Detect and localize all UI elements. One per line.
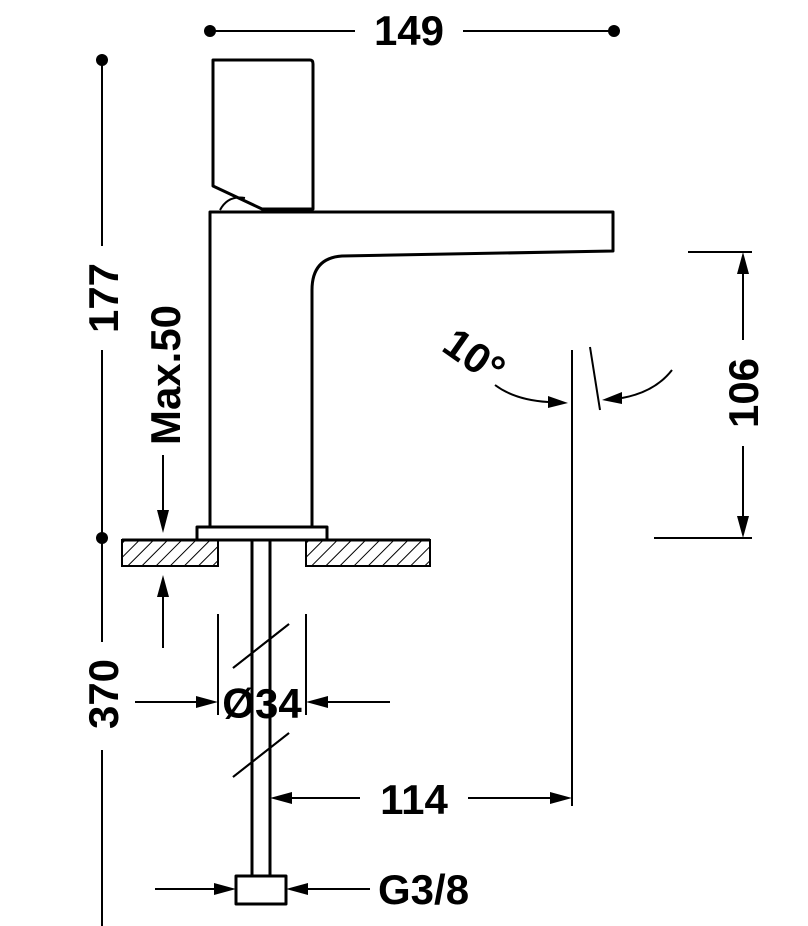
base-ring [195, 525, 329, 542]
lever-handle [211, 58, 315, 211]
deck-thickness-dimension: Max.50 [142, 305, 189, 648]
hole-diameter-dimension: Ø34 [135, 614, 390, 727]
connection-thread-dimension: G3/8 [155, 866, 469, 913]
spout-angle-label: 10° [435, 319, 514, 394]
height-dimensions: 177 370 [80, 54, 127, 926]
max-deck-label: Max.50 [142, 305, 189, 445]
hole-diameter-label: Ø34 [222, 680, 302, 727]
total-height-label: 177 [80, 263, 127, 333]
countertop [121, 538, 431, 567]
connection-thread-label: G3/8 [378, 866, 469, 913]
spout-angle-dimension: 10° [435, 319, 673, 411]
width-dimension: 149 [204, 7, 620, 54]
spout-reach-dimension: 114 [270, 350, 573, 823]
spout [208, 210, 615, 530]
supply-hose [232, 540, 290, 906]
spout-reach-label: 114 [380, 776, 448, 823]
faucet-body [195, 58, 615, 542]
hose-length-label: 370 [80, 659, 127, 729]
hose-fitting [234, 874, 288, 906]
spout-height-dimension: 106 [654, 251, 767, 539]
spout-height-label: 106 [720, 358, 767, 428]
width-label: 149 [374, 7, 444, 54]
